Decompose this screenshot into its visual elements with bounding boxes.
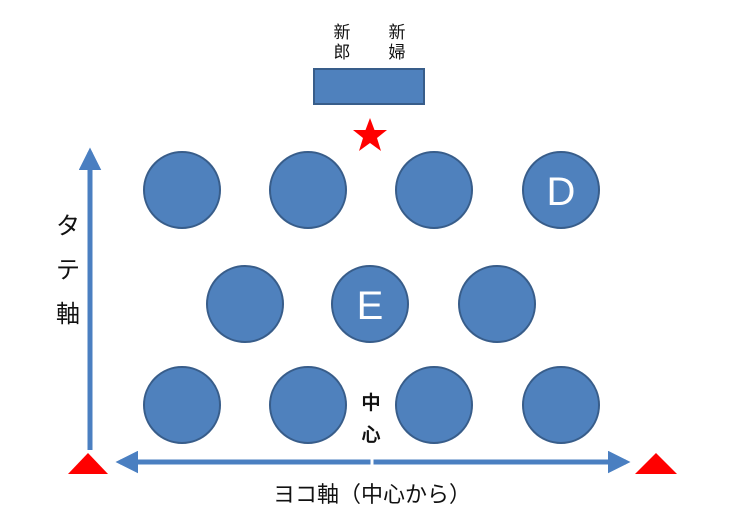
table-row-3 <box>143 366 600 444</box>
groom-label-bottom: 郎 <box>334 43 351 63</box>
table-circle <box>522 151 600 229</box>
table-circle <box>458 265 536 343</box>
table-circle <box>269 366 347 444</box>
table-circle <box>522 366 600 444</box>
red-star-icon <box>353 118 387 151</box>
bride-label-top: 新 <box>389 23 406 43</box>
table-row-1: D <box>143 151 600 229</box>
table-label-d: D <box>547 170 576 214</box>
table-row-2: E <box>206 265 536 343</box>
table-circle <box>269 151 347 229</box>
table-circle <box>206 265 284 343</box>
table-circle <box>331 265 409 343</box>
vertical-axis-label-3: 軸 <box>56 300 80 328</box>
red-triangle-icon-left <box>68 453 108 474</box>
red-triangle-icon-right <box>635 453 677 474</box>
table-circle <box>143 151 221 229</box>
center-label-bottom: 心 <box>361 424 380 446</box>
groom-label-top: 新 <box>334 23 351 43</box>
vertical-axis-label-2: テ <box>56 256 80 284</box>
table-circle <box>395 366 473 444</box>
bride-label-bottom: 婦 <box>389 43 406 63</box>
head-table <box>313 68 425 105</box>
center-label-top: 中 <box>361 391 380 414</box>
table-circle <box>143 366 221 444</box>
table-circle <box>395 151 473 229</box>
vertical-axis-label-1: タ <box>56 212 80 240</box>
horizontal-axis-label: ヨコ軸（中心から） <box>273 483 471 508</box>
table-label-e: E <box>357 284 384 328</box>
